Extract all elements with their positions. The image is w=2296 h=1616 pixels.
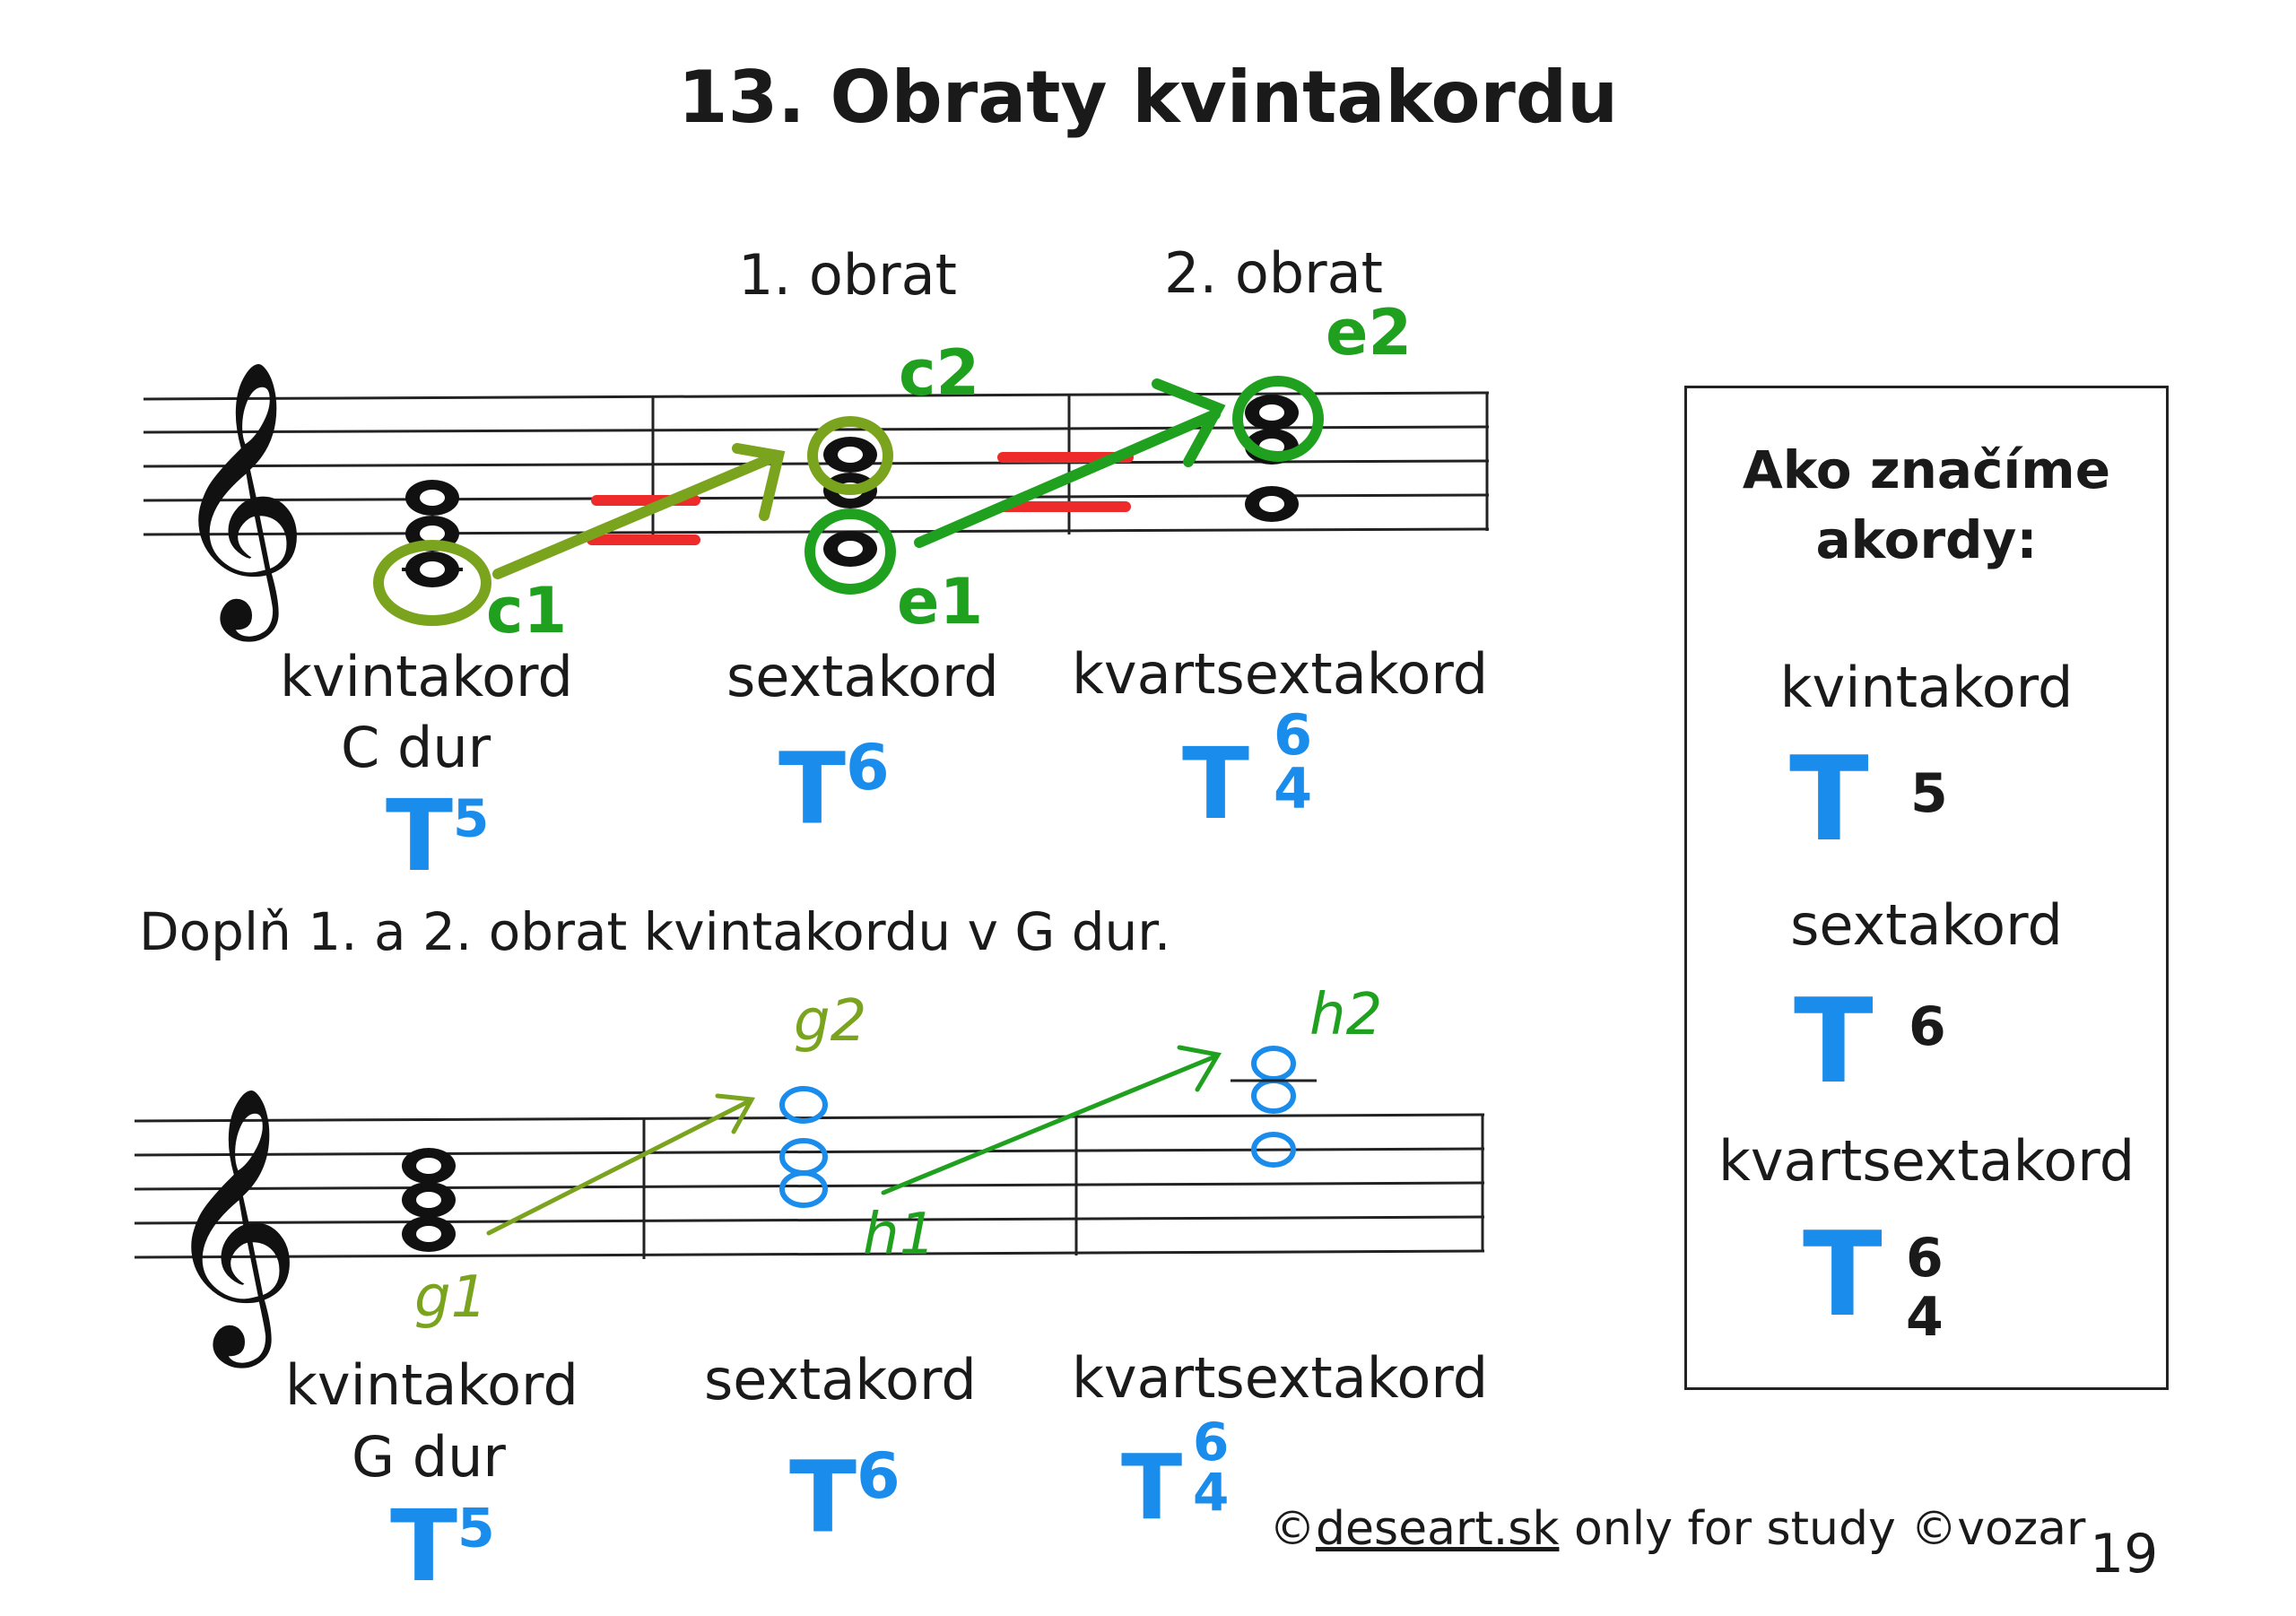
footer-link[interactable]: deseart.sk: [1316, 1502, 1560, 1556]
note-name-c1: c1: [486, 574, 568, 647]
treble-clef-icon: 𝄞: [170, 359, 309, 643]
instruction-text: Doplň 1. a 2. obrat kvintakordu v G dur.: [139, 901, 1171, 962]
header-2-obrat: 2. obrat: [1164, 240, 1383, 306]
symbol-t64-bottom: T: [1121, 1435, 1183, 1540]
green-annotation-bottom: [881, 1045, 1222, 1195]
legend-figure-5: 5: [1910, 762, 1948, 825]
page-title: 13. Obraty kvintakordu: [677, 56, 1619, 139]
green-annotation-top: [804, 376, 1324, 595]
symbol-t5-top: T5: [386, 778, 490, 893]
legend-label-sextakord: sextakord: [1790, 892, 2063, 958]
label-kvartsextakord-bottom: kvartsextakord: [1072, 1345, 1489, 1411]
symbol-t64-bottom-figures: 6 4: [1193, 1412, 1230, 1523]
legend-figure-64: 6 4: [1906, 1227, 1944, 1349]
legend-label-kvartsextakord: kvartsextakord: [1718, 1128, 2135, 1194]
label-c-dur: C dur: [341, 715, 491, 780]
label-kvintakord-bottom: kvintakord: [285, 1352, 578, 1418]
label-g-dur: G dur: [352, 1424, 506, 1490]
legend-box: [1684, 386, 2169, 1390]
note-name-e1: e1: [897, 565, 984, 639]
legend-symbol-t-kvartsextakord: T: [1803, 1206, 1883, 1342]
label-sextakord-bottom: sextakord: [704, 1347, 977, 1412]
note-name-e2: e2: [1326, 296, 1413, 369]
blue-added-notes: [779, 1046, 1296, 1208]
label-kvintakord: kvintakord: [280, 644, 573, 709]
footer-copyright: ©deseart.sk only for study ©vozar: [1269, 1502, 2086, 1556]
note-name-g2: g2: [794, 988, 867, 1055]
symbol-t6-bottom: T6: [789, 1439, 900, 1555]
olive-annotation-top: [373, 416, 893, 626]
olive-annotation-bottom: [486, 1093, 756, 1236]
label-kvartsextakord: kvartsextakord: [1072, 641, 1489, 707]
note-name-h1: h1: [863, 1202, 936, 1268]
symbol-t64-top-figures: 6 4: [1274, 702, 1313, 821]
legend-symbol-t-kvintakord: T: [1789, 731, 1869, 867]
legend-title: Ako značíme akordy:: [1742, 439, 2111, 570]
treble-clef-icon: 𝄞: [163, 1085, 301, 1369]
note-name-c2: c2: [899, 336, 980, 410]
header-1-obrat: 1. obrat: [738, 242, 957, 308]
legend-figure-6: 6: [1909, 995, 1946, 1058]
symbol-t5-bottom: T5: [390, 1489, 495, 1603]
symbol-t6-top: T6: [778, 731, 890, 847]
legend-label-kvintakord: kvintakord: [1779, 655, 2074, 720]
symbol-t64-top: T: [1182, 726, 1250, 841]
page-number: 19: [2090, 1523, 2159, 1586]
label-sextakord: sextakord: [726, 644, 999, 709]
legend-symbol-t-sextakord: T: [1794, 973, 1874, 1109]
note-name-g1: g1: [414, 1264, 488, 1331]
note-name-h2: h2: [1309, 982, 1383, 1048]
